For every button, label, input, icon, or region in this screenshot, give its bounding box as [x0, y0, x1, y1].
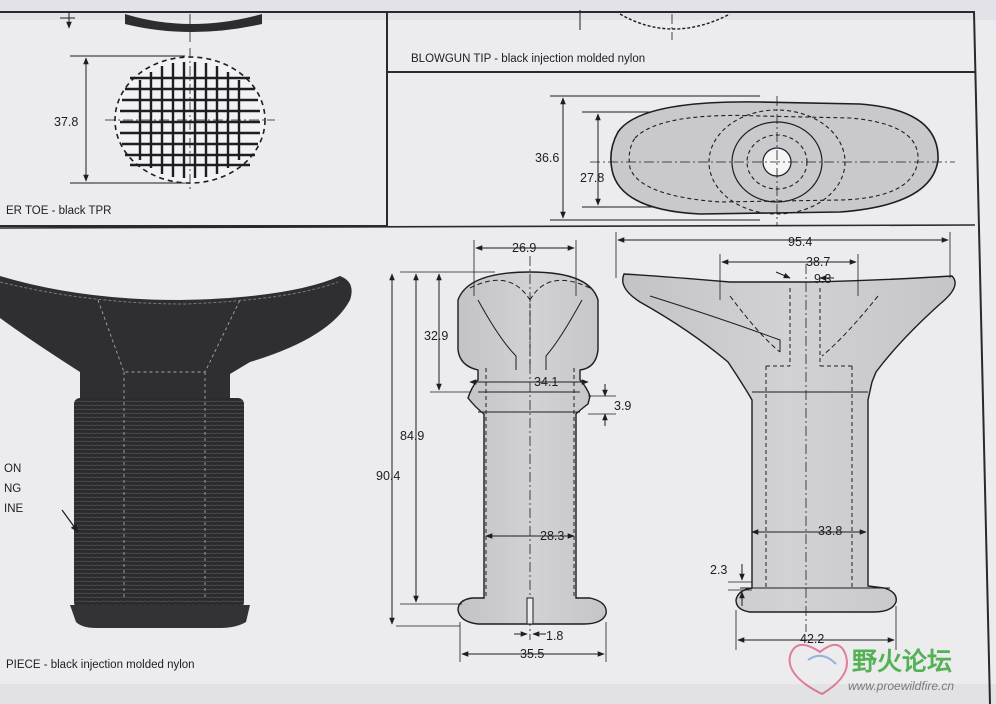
- toe-view: 37.8 ER TOE - black TPR: [6, 48, 275, 217]
- side-view: 95.4 38.7 9.3 33.8 2.3 42.2: [615, 232, 956, 650]
- inner-height-label: 84.9: [400, 429, 424, 443]
- front-view: 26.9 32.9 84.9 90.4 34.1 3.9 28.3 1.8 35…: [376, 240, 631, 662]
- body-width-label: 28.3: [540, 529, 564, 543]
- head-width-label: 26.9: [512, 241, 536, 255]
- overall-width-label: 95.4: [788, 235, 812, 249]
- wrap-note-line-1: ON: [4, 463, 21, 475]
- watermark-text: 野火论坛: [852, 647, 952, 676]
- base-width-label: 35.5: [520, 647, 544, 661]
- slot-width-label: 9.3: [814, 272, 831, 286]
- top-view: 36.6 27.8: [535, 95, 955, 226]
- head-height-label: 32.9: [424, 329, 448, 343]
- neck-width-label: 38.7: [806, 255, 830, 269]
- mouthpiece-render: ON NG INE PIECE - black injection molded…: [0, 276, 352, 671]
- slot-label: 1.8: [546, 629, 563, 643]
- watermark: 野火论坛 www.proewildfire.cn: [788, 644, 954, 696]
- collar-height-label: 3.9: [614, 399, 631, 413]
- flange-thickness-label: 2.3: [710, 563, 727, 577]
- wrap-note-line-3: INE: [4, 503, 24, 515]
- watermark-logo-icon: [788, 644, 848, 696]
- toe-height-label: 37.8: [54, 115, 78, 129]
- wrap-note-line-2: NG: [4, 483, 21, 495]
- toe-caption: ER TOE - black TPR: [6, 205, 111, 217]
- blowgun-tip-remnant: BLOWGUN TIP - black injection molded nyl…: [411, 10, 731, 65]
- panel-borders: [0, 11, 991, 704]
- toe-top-remnant: [60, 12, 262, 44]
- top-inner-height-label: 27.8: [580, 171, 604, 185]
- base-width-side-label: 42.2: [800, 632, 824, 646]
- blowgun-tip-caption: BLOWGUN TIP - black injection molded nyl…: [411, 53, 645, 65]
- collar-width-label: 34.1: [534, 375, 558, 389]
- top-outer-height-label: 36.6: [535, 151, 559, 165]
- grip-width-label: 33.8: [818, 524, 842, 538]
- mouthpiece-caption: PIECE - black injection molded nylon: [6, 659, 195, 671]
- overall-height-label: 90.4: [376, 469, 400, 483]
- watermark-url: www.proewildfire.cn: [848, 679, 954, 693]
